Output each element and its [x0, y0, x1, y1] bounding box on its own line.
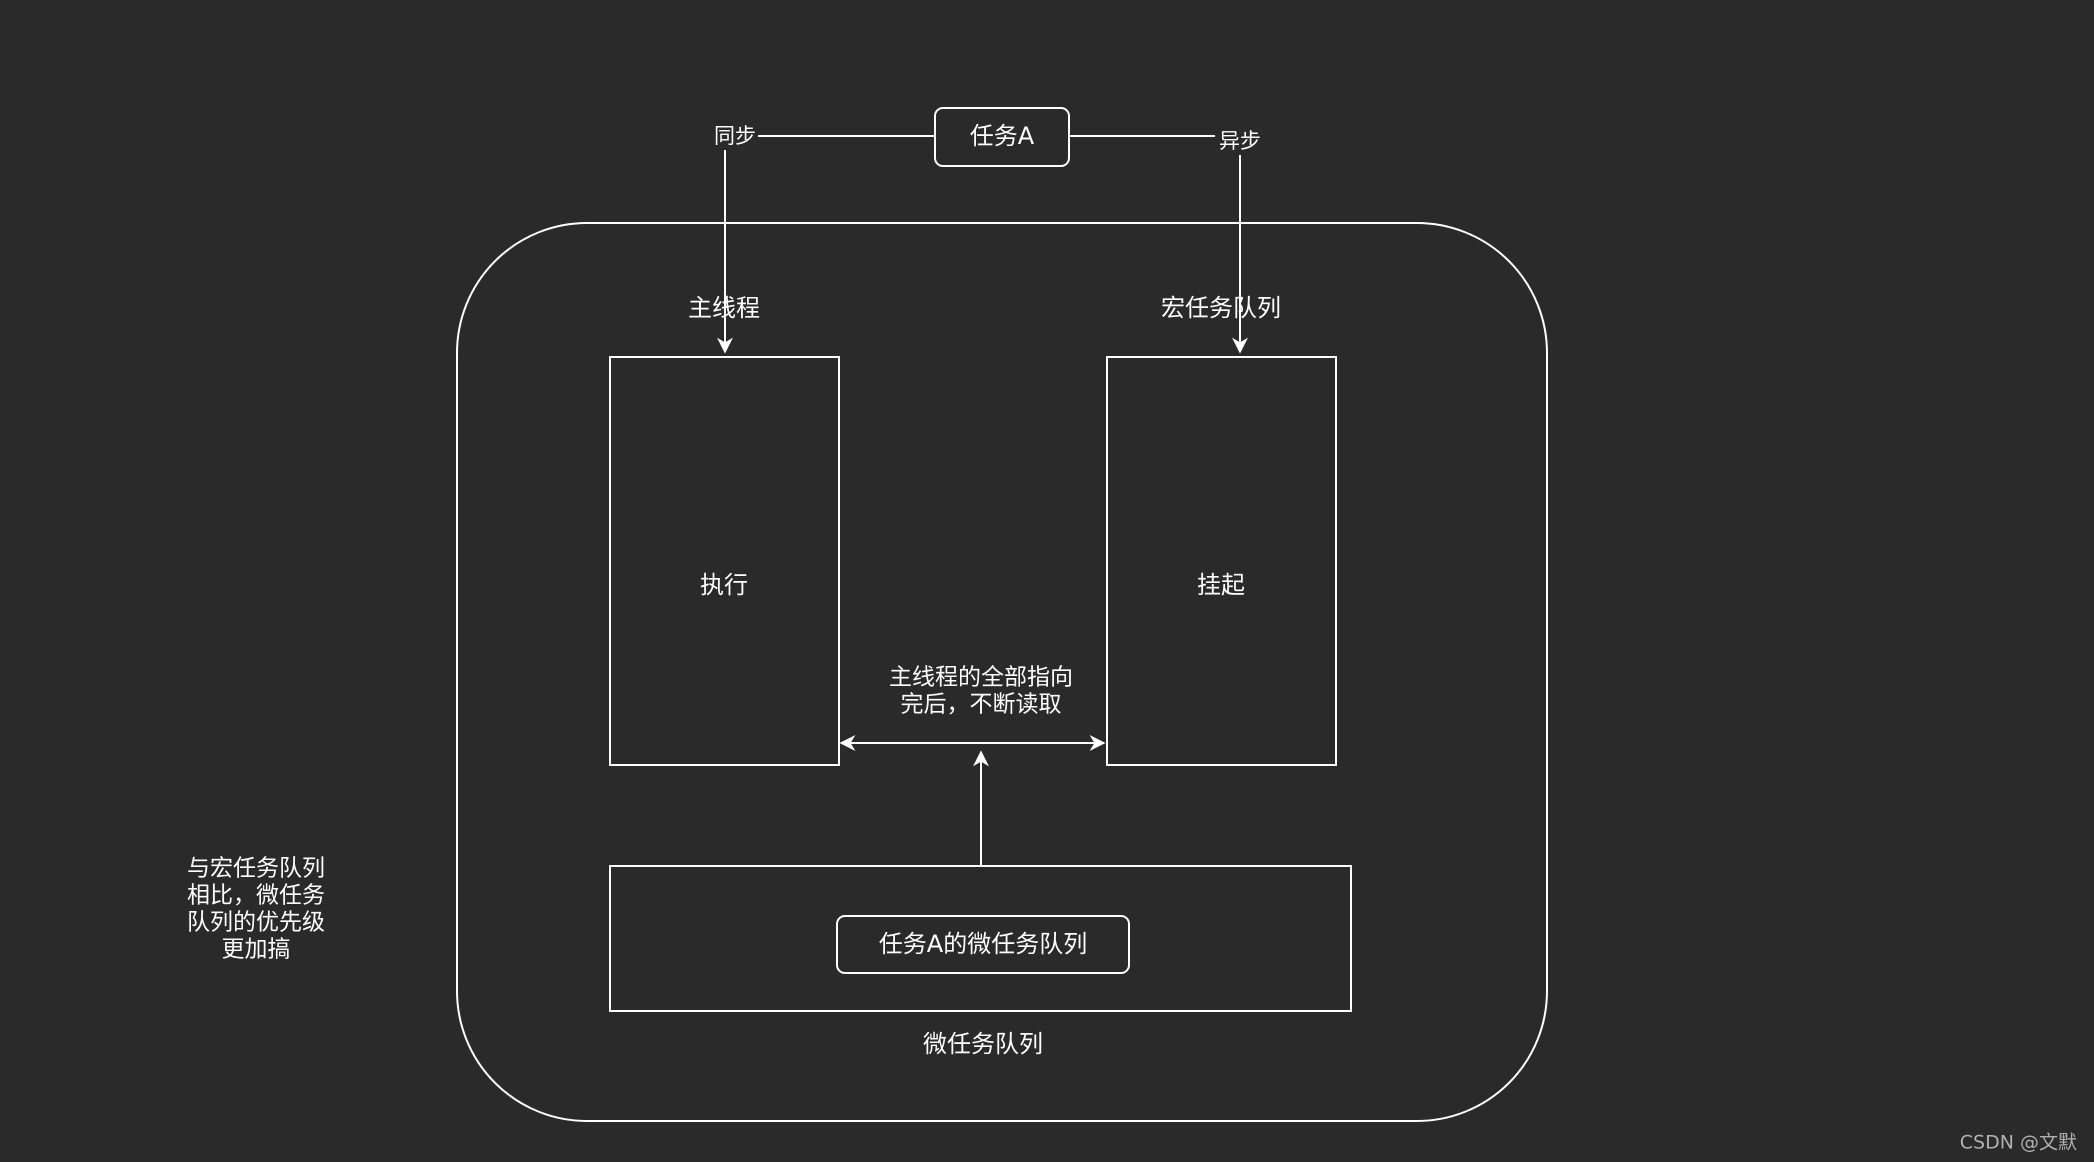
loop-note-line-2: 完后，不断读取 — [901, 692, 1062, 718]
micro-queue-inner-label: 任务A的微任务队列 — [879, 930, 1087, 958]
async-label: 异步 — [1219, 129, 1261, 153]
micro-queue-inner-node — [836, 915, 1130, 974]
main-thread-box-label: 执行 — [700, 571, 748, 599]
task-a-label: 任务A — [970, 122, 1035, 150]
watermark: CSDN @文默 — [1960, 1132, 2077, 1154]
side-note-line-4: 更加搞 — [222, 937, 291, 963]
main-thread-title: 主线程 — [688, 294, 760, 322]
side-note-line-3: 队列的优先级 — [187, 910, 325, 936]
loop-note-line-1: 主线程的全部指向 — [889, 665, 1073, 691]
side-note-line-1: 与宏任务队列 — [187, 856, 325, 882]
side-note-line-2: 相比，微任务 — [187, 883, 325, 909]
macro-queue-box — [1106, 356, 1337, 766]
sync-label-bg — [708, 122, 758, 150]
macro-queue-box-label: 挂起 — [1197, 571, 1245, 599]
macro-queue-title: 宏任务队列 — [1161, 294, 1281, 322]
micro-queue-title: 微任务队列 — [923, 1030, 1043, 1058]
async-label-bg — [1215, 127, 1267, 155]
main-thread-box — [609, 356, 840, 766]
sync-label: 同步 — [714, 124, 756, 148]
